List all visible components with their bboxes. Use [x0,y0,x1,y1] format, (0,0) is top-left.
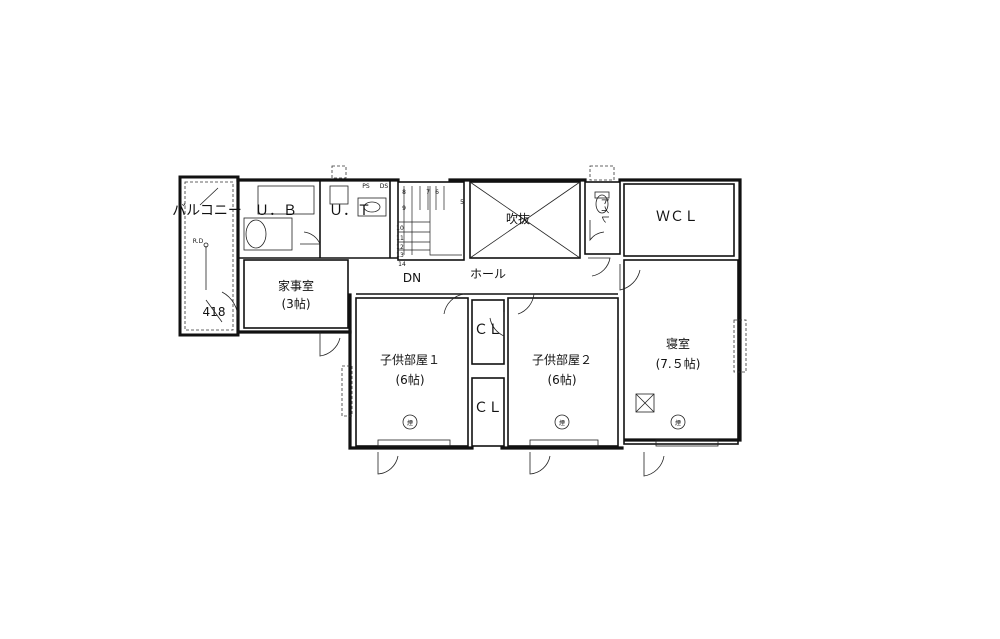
door-swings [221,220,665,477]
svg-text:煙: 煙 [675,419,681,427]
svg-text:煙: 煙 [407,419,413,427]
ds-label: DS [380,183,389,190]
toilet-label: トイレ [599,196,609,223]
balcony-label: バルコニー [172,203,242,219]
ut-label: Ｕ．Ｔ [329,203,371,219]
svg-text:煙: 煙 [559,419,565,427]
stair-num-7: 7 [426,189,430,196]
stair-num-5: 5 [460,199,464,206]
ub-label: Ｕ．Ｂ [255,203,297,219]
stair-num-10: 10 [396,225,404,232]
fukinuke-label: 吹抜 [506,212,530,226]
stair-num-6: 6 [435,189,439,196]
dimension-label: 418 [203,305,226,319]
stair-num-12: 12 [396,244,404,251]
vent-boxes [331,165,655,413]
stair-num-9: 9 [402,205,406,212]
stairs: 8 7 6 5 9 10 11 12 13 14 PS DS [362,183,464,268]
windows [341,319,747,447]
kodomo2-size: (6帖) [548,372,577,387]
smoke-detector-shinshitsu: 煙 [670,414,686,430]
rd-label: R.D [193,238,204,245]
stair-num-8: 8 [402,189,406,196]
ps-label: PS [362,183,370,190]
bathtub [243,185,315,251]
dn-label: DN [403,271,421,285]
shinshitsu-size: (7.５帖) [656,356,701,371]
stair-num-14: 14 [398,261,406,268]
cl-label-upper: ＣＬ [474,322,502,338]
cl-label-lower: ＣＬ [474,400,502,416]
wcl-label: ＷＣＬ [656,209,698,225]
kodomo1-label: 子供部屋１ [380,352,440,367]
hall-label: ホール [470,267,506,281]
kajishitsu-size: (3帖) [282,296,311,311]
stair-num-13: 13 [396,252,404,259]
smoke-detector-kodomo2: 煙 [554,414,570,430]
toilet-fixture [594,191,610,214]
washbasin [329,185,387,217]
kajishitsu-label: 家事室 [278,278,314,293]
kodomo1-size: (6帖) [396,372,425,387]
kodomo2-label: 子供部屋２ [532,352,592,367]
smoke-detector-kodomo1: 煙 [402,414,418,430]
interior-walls [238,180,739,447]
shinshitsu-label: 寝室 [666,336,690,351]
stair-num-11: 11 [396,235,404,242]
